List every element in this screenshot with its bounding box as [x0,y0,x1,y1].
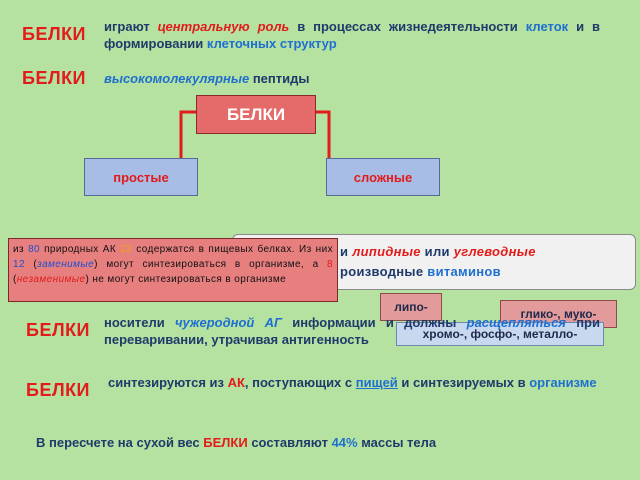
text: при переваривании, утрачивая антигенност… [104,315,600,347]
text: массы тела [357,435,437,450]
text-emphasis: БЕЛКИ [203,435,248,450]
text-emphasis: клеток [525,19,569,34]
text-emphasis: центральную роль [157,19,290,34]
amino-acid-tooltip: из 80 природных АК 22 содержатся в пищев… [8,238,338,302]
text-emphasis: 12 [13,259,25,270]
text: и в формировании [104,19,600,51]
text-emphasis: 80 [28,244,40,255]
text: роизводные [340,264,428,279]
callout-line-2: роизводные витаминов [340,262,630,282]
label-chromo: хромо-, фосфо-, металло- [396,322,604,346]
text: из [13,244,29,255]
text-emphasis: пищей [355,375,398,390]
text: ( [13,274,17,285]
text-emphasis: незаменимые [16,274,86,285]
text: в процессах жизнедеятельности [289,19,526,34]
text: ( [24,259,38,270]
paragraph-central-role: играют центральную роль в процессах жизн… [104,18,600,52]
text: носители [104,315,175,330]
connector-left [179,110,196,165]
text-emphasis: 44% [331,435,358,450]
text-emphasis: витаминов [427,264,501,279]
heading-proteins-2: БЕЛКИ [22,68,86,88]
paragraph-synthesis: синтезируются из АК, поступающих с пищей… [108,374,602,391]
text-emphasis: расщепляться [466,315,566,330]
text: , поступающих с [244,375,356,390]
diagram-simple-box: простые [84,158,198,196]
text: пептиды [249,71,310,86]
text-emphasis: чужеродной [174,315,255,330]
text: содержатся в пищевых белках. Из них [132,244,333,255]
diagram-complex-box: сложные [326,158,440,196]
heading-proteins-4: БЕЛКИ [26,380,90,400]
text-emphasis: углеводные [453,244,536,259]
text-emphasis: липидные [352,244,421,259]
text-emphasis: клеточных структур [206,36,337,51]
label-lipo: липо- [380,293,442,321]
text: ) могут синтезироваться в организме, а [94,259,328,270]
heading-proteins-3: БЕЛКИ [26,320,90,340]
paragraph-antigen: носители чужеродной АГ информации и долж… [104,314,600,348]
text: В пересчете на сухой вес [36,435,204,450]
text: синтезируются из [108,375,228,390]
text-emphasis: высокомолекулярные [104,71,250,86]
connector-right [314,110,331,165]
text-emphasis: заменимые [37,259,95,270]
text: информации и должны [281,315,467,330]
text-emphasis: АГ [254,315,282,330]
text: составляют [247,435,332,450]
text: или [420,244,454,259]
text: природных АК [40,244,121,255]
text-emphasis: 8 [327,259,333,270]
text: и [340,244,353,259]
text: играют [104,19,158,34]
text-emphasis: организме [529,375,597,390]
text: и синтезируемых в [397,375,530,390]
diagram-root-box: БЕЛКИ [196,95,316,134]
callout-text: и липидные или углеводные роизводные вит… [340,242,630,282]
text: ) не могут синтезироваться в организме [85,274,287,285]
text-emphasis: АК [227,375,245,390]
footer-dry-weight: В пересчете на сухой вес БЕЛКИ составляю… [36,434,436,451]
paragraph-high-molecular: высокомолекулярные пептиды [104,70,309,87]
callout-line-1: и липидные или углеводные [340,242,630,262]
text-emphasis: 22 [120,244,133,255]
heading-proteins-1: БЕЛКИ [22,24,86,44]
